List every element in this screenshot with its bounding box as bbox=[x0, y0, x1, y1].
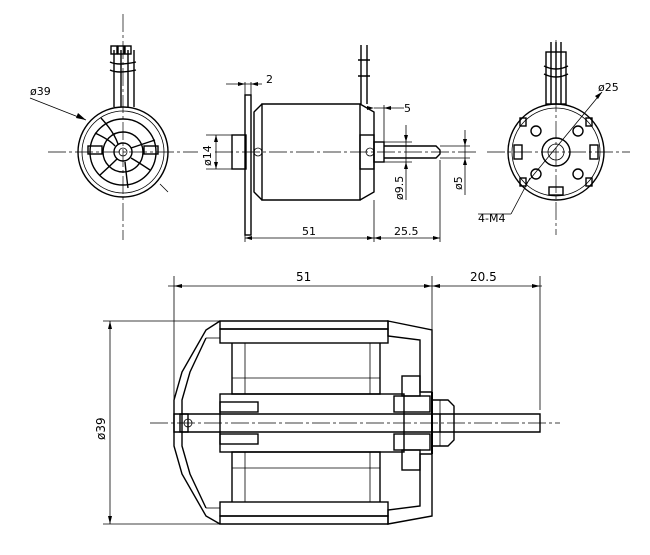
section-dia-body: ø39 bbox=[94, 417, 108, 440]
section-len-shaft: 20.5 bbox=[470, 270, 497, 284]
dia-body: ø14 bbox=[201, 145, 214, 166]
front-dia-label: ø39 bbox=[30, 85, 51, 98]
side-view: 2 5 ø14 ø9.5 bbox=[201, 45, 478, 242]
dia-bearing: ø9.5 bbox=[393, 176, 406, 200]
dim-boss: 5 bbox=[404, 102, 411, 115]
dim-flange: 2 bbox=[266, 73, 273, 86]
section-len-body: 51 bbox=[296, 270, 311, 284]
len-body: 51 bbox=[302, 225, 316, 238]
dia-bolt: ø25 bbox=[598, 81, 619, 94]
front-view: ø39 bbox=[29, 14, 198, 240]
holes-label: 4-M4 bbox=[478, 212, 505, 225]
len-shaft: 25.5 bbox=[394, 225, 419, 238]
dia-shaft: ø5 bbox=[452, 176, 465, 190]
rear-view: ø25 4-M4 bbox=[478, 40, 630, 235]
section-view: 51 20.5 ø39 bbox=[94, 270, 560, 525]
